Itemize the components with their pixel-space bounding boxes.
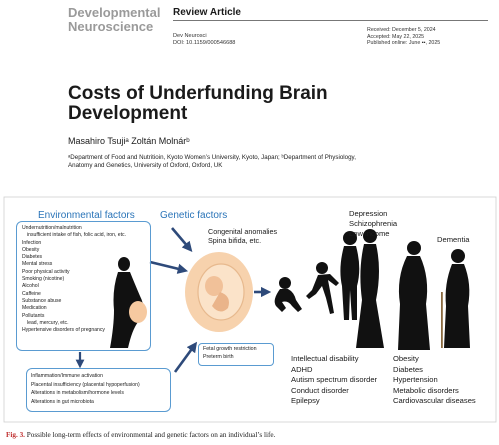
env-factor-item: Diabetes <box>22 254 43 261</box>
gen-to-fetus-arrow <box>171 227 193 252</box>
env-factor-item: Undernutrition/malnutrition <box>22 225 82 231</box>
journal-name: Developmental Neuroscience <box>68 6 160 34</box>
inflammation-item: Placental insufficiency (placental hypop… <box>31 381 140 388</box>
affiliation-line1: ᵃDepartment of Food and Nutritioin, Kyot… <box>68 154 356 161</box>
title-line2: Development <box>68 103 188 124</box>
affiliations: ᵃDepartment of Food and Nutritioin, Kyot… <box>68 154 356 170</box>
metabolic-item: Diabetes <box>393 364 423 374</box>
env-to-fetus-arrow <box>149 260 189 274</box>
article-type: Review Article <box>173 7 241 18</box>
congenital-item: Spina bifida, etc. <box>208 236 262 245</box>
env-factor-item: Obesity <box>22 246 40 253</box>
article-dates: Received: December 5, 2024 Accepted: May… <box>367 27 440 47</box>
fetal-box <box>198 343 274 366</box>
figure-frame <box>3 196 497 423</box>
caption-text: Possible long-term effects of environmen… <box>26 431 276 439</box>
env-factor-item: insufficient intake of fish, folic acid,… <box>27 232 126 239</box>
published-date: Published online: June ▪▪, 2025 <box>367 40 441 47</box>
journal-name-line1: Developmental <box>68 5 161 20</box>
neurodevelopmental-item: Intellectual disability <box>291 354 359 363</box>
env-factors-box <box>16 221 151 351</box>
neurodevelopmental-item: Epilepsy <box>291 396 320 405</box>
env-factor-item: Substance abuse <box>22 297 62 304</box>
inflammation-item: Alterations in metabolism/hormone levels <box>31 390 124 396</box>
metabolic-item: Hypertension <box>393 375 438 384</box>
adult-disorder-item: Schizophrenia <box>349 219 398 228</box>
inflammation-box <box>26 368 171 412</box>
authors: Masahiro Tsujiᵃ Zoltán Molnárᵇ <box>68 136 190 146</box>
gen-factors-heading: Genetic factors <box>160 210 228 221</box>
journal-abbrev: Dev Neurosci <box>173 33 207 39</box>
fetus-illustration <box>185 252 253 332</box>
env-factor-item: Smoking (nicotine) <box>22 276 65 283</box>
congenital-item: Congenital anomalies <box>208 227 278 236</box>
fetal-outcome-item: Fetal growth restriction <box>203 346 257 352</box>
env-factor-item: lead, mercury, etc. <box>27 319 69 326</box>
article-meta: Dev Neurosci DOI: 10.1159/000546688 <box>173 33 235 47</box>
metabolic-item: Metabolic disorders <box>393 385 459 395</box>
pregnant-woman-silhouette <box>110 257 147 348</box>
caption-label: Fig. 3. <box>6 431 25 439</box>
env-factor-item: Pollutants <box>22 312 45 319</box>
infl-to-fetus-arrow <box>173 341 198 373</box>
env-factor-item: Medication <box>22 305 47 312</box>
inflammation-item: Alterations in gut microbiota <box>31 398 94 405</box>
affiliation-line2: Anatomy and Genetics, University of Oxfo… <box>68 162 223 169</box>
env-factor-item: Poor physical activity <box>22 268 70 275</box>
metabolic-item: Cardiovascular diseases <box>393 396 476 405</box>
neurodevelopmental-item: ADHD <box>291 364 313 374</box>
figure-caption: Fig. 3. Possible long-term effects of en… <box>6 431 275 439</box>
env-factor-item: Caffeine <box>22 290 41 297</box>
fetal-outcome-item: Preterm birth <box>203 353 234 360</box>
env-factors-heading: Environmental factors <box>38 210 135 221</box>
env-factor-item: Alcohol <box>22 283 39 290</box>
adult-disorder-item: Low income <box>349 229 390 238</box>
article-title: Costs of Underfunding Brain Development <box>68 84 328 124</box>
title-line1: Costs of Underfunding Brain <box>68 83 328 104</box>
received-date: Received: December 5, 2024 <box>367 27 436 33</box>
dementia-label: Dementia <box>437 235 470 244</box>
adult-disorder-item: Depression <box>349 209 388 218</box>
journal-name-line2: Neuroscience <box>68 19 154 34</box>
header-divider <box>173 20 488 21</box>
neurodevelopmental-item: Autism spectrum disorder <box>291 375 378 384</box>
env-factor-item: Mental stress <box>22 261 53 268</box>
neurodevelopmental-item: Conduct disorder <box>291 385 349 395</box>
env-factor-item: Infection <box>22 239 42 246</box>
accepted-date: Accepted: May 22, 2025 <box>367 33 425 40</box>
env-factor-item: Hypertensive disorders of pregnancy <box>22 327 105 334</box>
doi[interactable]: DOI: 10.1159/000546688 <box>173 40 236 46</box>
metabolic-item: Obesity <box>393 354 419 363</box>
life-course-silhouettes <box>274 229 470 350</box>
inflammation-item: Inflammation/Immune activation <box>31 373 103 379</box>
